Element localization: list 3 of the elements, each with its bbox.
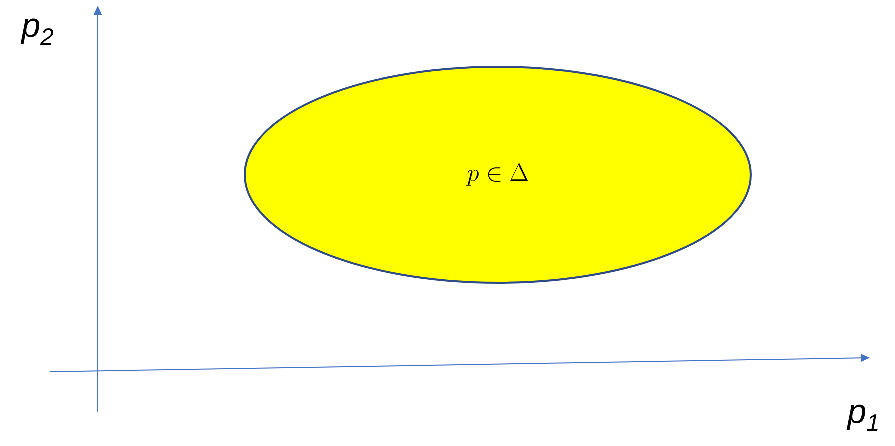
ellipse-node: $p \in \Delta$ bbox=[244, 66, 752, 284]
axis-label: p$_{2}$ bbox=[20, 18, 54, 46]
axis-label: p$_{1}$ bbox=[846, 404, 878, 432]
